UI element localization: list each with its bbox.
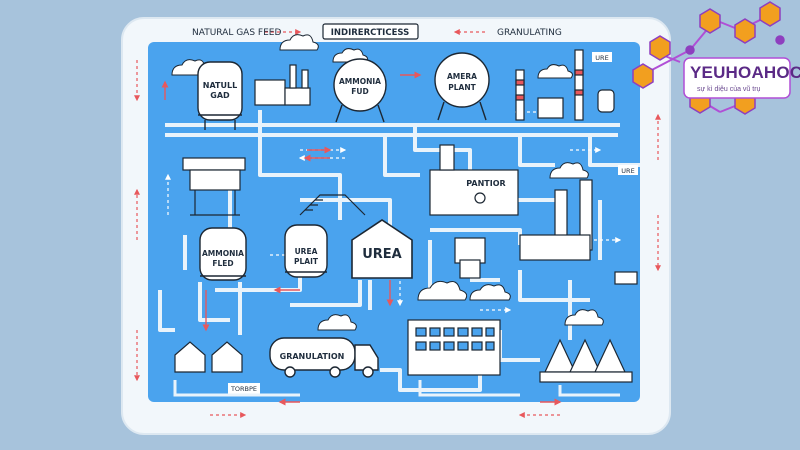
factory-mid (455, 238, 485, 278)
tank-urea-plait-label-1: UREA (295, 247, 318, 256)
building-urea-label: UREA (362, 247, 402, 262)
building-pantior-label: PANTIOR (466, 179, 505, 188)
tank-amera-plant-label-1: AMERA (447, 72, 477, 81)
tank-ammonia-fud-label-1: AMMONIA (339, 77, 381, 86)
factory-bottom-center (408, 320, 500, 375)
tag-ure-top: URE (595, 54, 608, 62)
label-natural-gas-feed: NATURAL GAS FEED (192, 28, 281, 38)
tank-amera-plant-label-2: PLANT (448, 83, 476, 92)
tank-natural-gas-label-1: NATULL (203, 81, 237, 90)
tank-ammonia-fled-label-1: AMMONIA (202, 249, 244, 258)
tag-ure-mid: URE (621, 167, 634, 175)
tag-torbpe: TORBPE (230, 385, 257, 393)
brand-name: YEUHOAHOC (690, 63, 800, 83)
label-granulating: GRANULATING (497, 28, 562, 38)
label-center: INDIRERCTICESS (331, 28, 410, 38)
tank-ammonia-fled-label-2: FLED (212, 259, 233, 268)
tank-ammonia-fud-label-2: FUD (351, 87, 368, 96)
tank-natural-gas-label-2: GAD (210, 91, 230, 100)
brand-logo: YEUHOAHOC (690, 63, 800, 83)
brand-tagline: sự kì diệu của vũ trụ (697, 86, 760, 93)
truck-granulation-label: GRANULATION (280, 352, 345, 361)
tank-urea-plait-label-2: PLAIT (294, 257, 319, 266)
